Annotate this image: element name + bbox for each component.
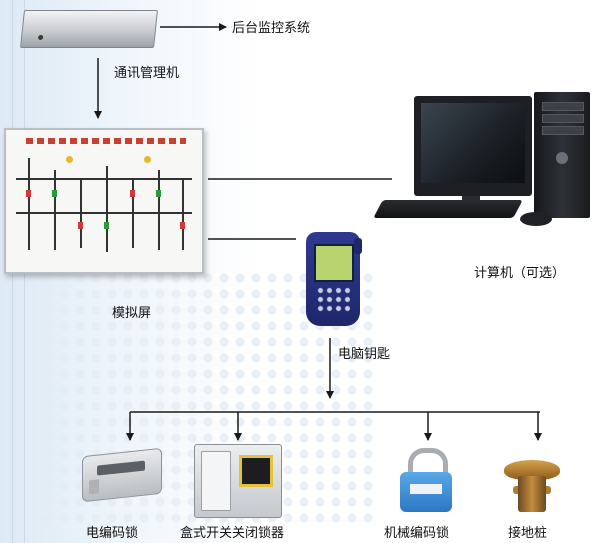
switch-indicator <box>52 190 57 197</box>
computer-label: 计算机（可选） <box>474 266 566 281</box>
ground-pile-wingnut <box>504 460 560 480</box>
padlock-tag <box>410 484 442 494</box>
monitor <box>414 96 532 196</box>
feeder-line <box>80 178 82 248</box>
drive-bay <box>542 114 584 123</box>
mimic-screen-label: 模拟屏 <box>112 306 152 321</box>
lock-slot <box>97 460 145 476</box>
box-switch-lock-label: 盒式开关关闭锁器 <box>180 526 285 541</box>
key-keypad <box>316 286 350 312</box>
key-antenna <box>354 238 362 254</box>
busbar-line <box>16 212 192 214</box>
breaker-indicator <box>130 190 135 197</box>
mimic-screen-panel <box>4 128 204 274</box>
mouse <box>520 212 552 226</box>
breaker-indicator <box>26 190 31 197</box>
feeder-line <box>158 170 160 250</box>
computer-key-device <box>306 232 360 326</box>
pc-tower <box>534 92 590 218</box>
breaker-indicator <box>180 222 185 229</box>
box-inner-switch <box>239 455 273 487</box>
feeder-line <box>54 170 56 250</box>
transformer-icon <box>144 156 151 163</box>
key-lcd-screen <box>314 244 354 282</box>
drive-bay <box>542 126 584 135</box>
padlock-shackle <box>408 448 448 479</box>
box-door <box>201 451 231 511</box>
electric-code-lock <box>82 447 162 503</box>
comm-manager-label: 通讯管理机 <box>114 66 180 81</box>
switch-indicator <box>104 222 109 229</box>
hp-logo-icon <box>556 152 568 164</box>
box-switch-lock <box>194 444 282 518</box>
keyboard <box>373 200 523 218</box>
switch-indicator <box>156 190 161 197</box>
mechanical-lock-label: 机械编码锁 <box>384 526 450 541</box>
feeder-line <box>106 166 108 252</box>
lock-tab <box>89 479 99 495</box>
ground-pile-label: 接地桩 <box>508 526 548 541</box>
panel-title-strip <box>26 138 186 144</box>
computer-key-label: 电脑钥匙 <box>338 347 391 362</box>
backend-label: 后台监控系统 <box>232 21 311 36</box>
electric-lock-label: 电编码锁 <box>86 526 139 541</box>
feeder-line <box>132 178 134 248</box>
power-led-icon <box>37 35 44 40</box>
mechanical-code-lock <box>400 472 452 512</box>
breaker-indicator <box>78 222 83 229</box>
feeder-line <box>182 178 184 250</box>
busbar-line <box>16 178 192 180</box>
transformer-icon <box>66 156 73 163</box>
ground-pile <box>518 476 546 512</box>
comm-manager-device <box>20 10 158 48</box>
drive-bay <box>542 102 584 111</box>
feeder-line <box>28 158 30 250</box>
monitor-screen <box>421 103 525 183</box>
